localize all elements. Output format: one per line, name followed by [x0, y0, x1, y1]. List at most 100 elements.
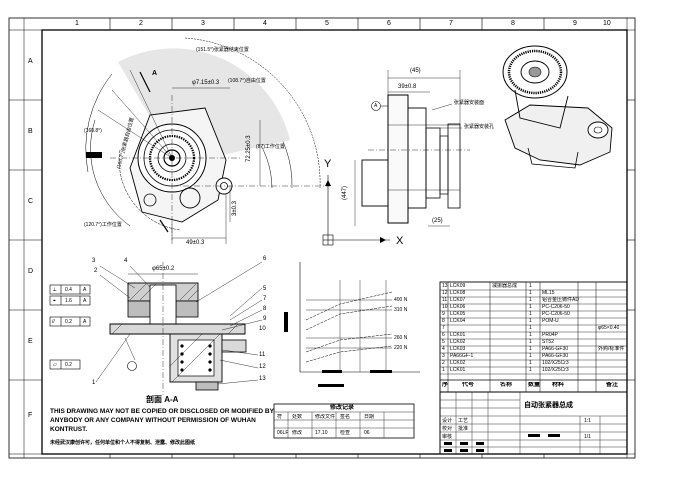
bom-cell-r0-c3: 1 — [529, 283, 532, 289]
row-label-e: E — [28, 338, 33, 345]
note-line-1: THIS DRAWING MAY NOT BE COPIED OR DISCLO… — [50, 408, 274, 415]
bom-cell-r9-c1: LCK03 — [450, 346, 466, 352]
revision-title: 修改记录 — [330, 405, 355, 411]
angle-160-label: (160.8°) — [84, 128, 102, 134]
bom-cell-r4-c4: PC-C206-50 — [542, 311, 570, 317]
isometric-view — [502, 45, 613, 169]
bom-cell-r8-c1: LCK02 — [450, 339, 466, 345]
axis-system — [322, 175, 390, 246]
bom-cell-r12-c4: 102/X25Cr3 — [542, 367, 569, 373]
sig-process: 工艺 — [458, 418, 469, 424]
bom-cell-r8-c0: 5 — [442, 339, 445, 345]
sig-check: 校对 — [442, 426, 453, 432]
dim-72: 72.25±0.3 — [246, 135, 252, 162]
axis-x-label: X — [396, 235, 404, 247]
row-grid-ticks — [9, 99, 635, 381]
balloon-4: 4 — [124, 258, 128, 264]
bom-header-code: 代号 — [462, 382, 475, 388]
bom-cell-r11-c0: 2 — [442, 360, 445, 366]
title-block-grid — [439, 391, 628, 455]
section-arrow-a: A — [152, 70, 158, 77]
gdt-1-datum: A — [83, 287, 87, 293]
rev-row-3: 检查 — [340, 430, 351, 436]
balloon-9: 9 — [263, 316, 267, 322]
dim-3: 3±0.3 — [232, 201, 238, 216]
balloon-7: 7 — [263, 296, 267, 302]
angle-108-label: (108.7°)自由位置 — [228, 78, 266, 84]
bom-cell-r9-c6: 外购/标准件 — [598, 346, 625, 352]
bom-cell-r10-c3: 1 — [529, 353, 532, 359]
balloon-6: 6 — [263, 256, 267, 262]
note-line-4: 未经武汉康创许可，任何单位和个人不得复制、泄露、修改此图纸 — [50, 440, 196, 446]
col-label-1: 1 — [75, 20, 79, 27]
graph-label-400n: 400 N — [394, 297, 408, 303]
col-label-3: 3 — [201, 20, 205, 27]
dim-45: (45) — [410, 68, 421, 74]
balloon-11: 11 — [259, 352, 266, 358]
bom-cell-r4-c3: 1 — [529, 311, 532, 317]
bom-header-remark: 备注 — [606, 382, 619, 388]
bom-cell-r0-c2: 减振器总成 — [492, 283, 518, 289]
bom-cell-r8-c3: 1 — [529, 339, 532, 345]
revision-table-grid — [273, 403, 415, 439]
bom-cell-r2-c0: 11 — [442, 297, 448, 303]
row-label-c: C — [28, 198, 34, 205]
bom-cell-r6-c3: 1 — [529, 325, 532, 331]
section-a-a — [95, 261, 263, 395]
col-label-5: 5 — [325, 20, 329, 27]
balloon-8: 8 — [263, 306, 267, 312]
col-label-8: 8 — [511, 20, 515, 27]
note-mount-face: 张紧器安装面 — [454, 100, 485, 106]
gdt-3-symbol: // — [52, 319, 55, 325]
rev-header-0: 符 — [277, 414, 283, 420]
bom-cell-r3-c4: PC-C206-50 — [542, 304, 570, 310]
bom-header-qty: 数量 — [528, 382, 541, 388]
bom-cell-r1-c4: ML15 — [542, 290, 555, 296]
bom-cell-r6-c6: φ65×0.40 — [598, 325, 620, 331]
gdt-4-value: 0.2 — [65, 362, 72, 368]
gdt-2-value: 1.6 — [65, 298, 72, 304]
bom-cell-r4-c0: 9 — [442, 311, 445, 317]
gdt-3-datum: A — [83, 319, 87, 325]
axis-y-label: Y — [324, 158, 332, 170]
rev-row-4: 06 — [364, 430, 370, 436]
bom-cell-r5-c3: 1 — [529, 318, 532, 324]
balloon-2: 2 — [94, 268, 98, 274]
col-label-10: 10 — [603, 20, 611, 27]
bom-cell-r3-c0: 10 — [442, 304, 448, 310]
dim-25: (25) — [432, 218, 443, 224]
sig-approve: 批准 — [458, 426, 469, 432]
bom-cell-r9-c0: 4 — [442, 346, 445, 352]
graph-label-260n: 260 N — [394, 335, 408, 341]
bom-cell-r12-c1: LCK01 — [450, 367, 466, 373]
gdt-1-symbol: ⟂ — [53, 287, 57, 293]
bom-cell-r11-c1: LCK02 — [450, 360, 466, 366]
row-label-d: D — [28, 268, 34, 275]
angle-87-label: (87)工作位置 — [256, 144, 285, 150]
sheet-number: 1/1 — [584, 434, 591, 440]
bom-cell-r11-c3: 1 — [529, 360, 532, 366]
balloon-12: 12 — [259, 364, 266, 370]
angle-151-label: (151.5°)张紧器结束位置 — [196, 47, 249, 53]
gdt-4-symbol: ▱ — [53, 362, 57, 368]
dim-49: 49±0.3 — [186, 240, 205, 246]
bom-table-grid — [439, 281, 628, 393]
bom-cell-r2-c3: 1 — [529, 297, 532, 303]
datum-a-side: A — [374, 103, 378, 109]
bom-header-no: 序 — [442, 382, 449, 388]
bom-cell-r7-c3: 1 — [529, 332, 532, 338]
bom-cell-r2-c4: 铝合金压铸件ADC12 — [542, 297, 579, 303]
bom-cell-r10-c0: 3 — [442, 353, 445, 359]
row-label-a: A — [28, 58, 33, 65]
note-line-3: KONTRUST. — [50, 426, 88, 433]
row-label-f: F — [28, 412, 33, 419]
rev-header-2: 修改文件 — [315, 414, 336, 420]
outer-border — [8, 17, 636, 459]
section-title: 剖面 A-A — [146, 395, 179, 404]
bom-header-material: 材料 — [552, 382, 565, 388]
sheet-scale: 1:1 — [584, 418, 591, 424]
col-label-6: 6 — [387, 20, 391, 27]
bom-cell-r12-c3: 1 — [529, 367, 532, 373]
side-view — [354, 70, 470, 227]
bom-cell-r12-c0: 1 — [442, 367, 445, 373]
